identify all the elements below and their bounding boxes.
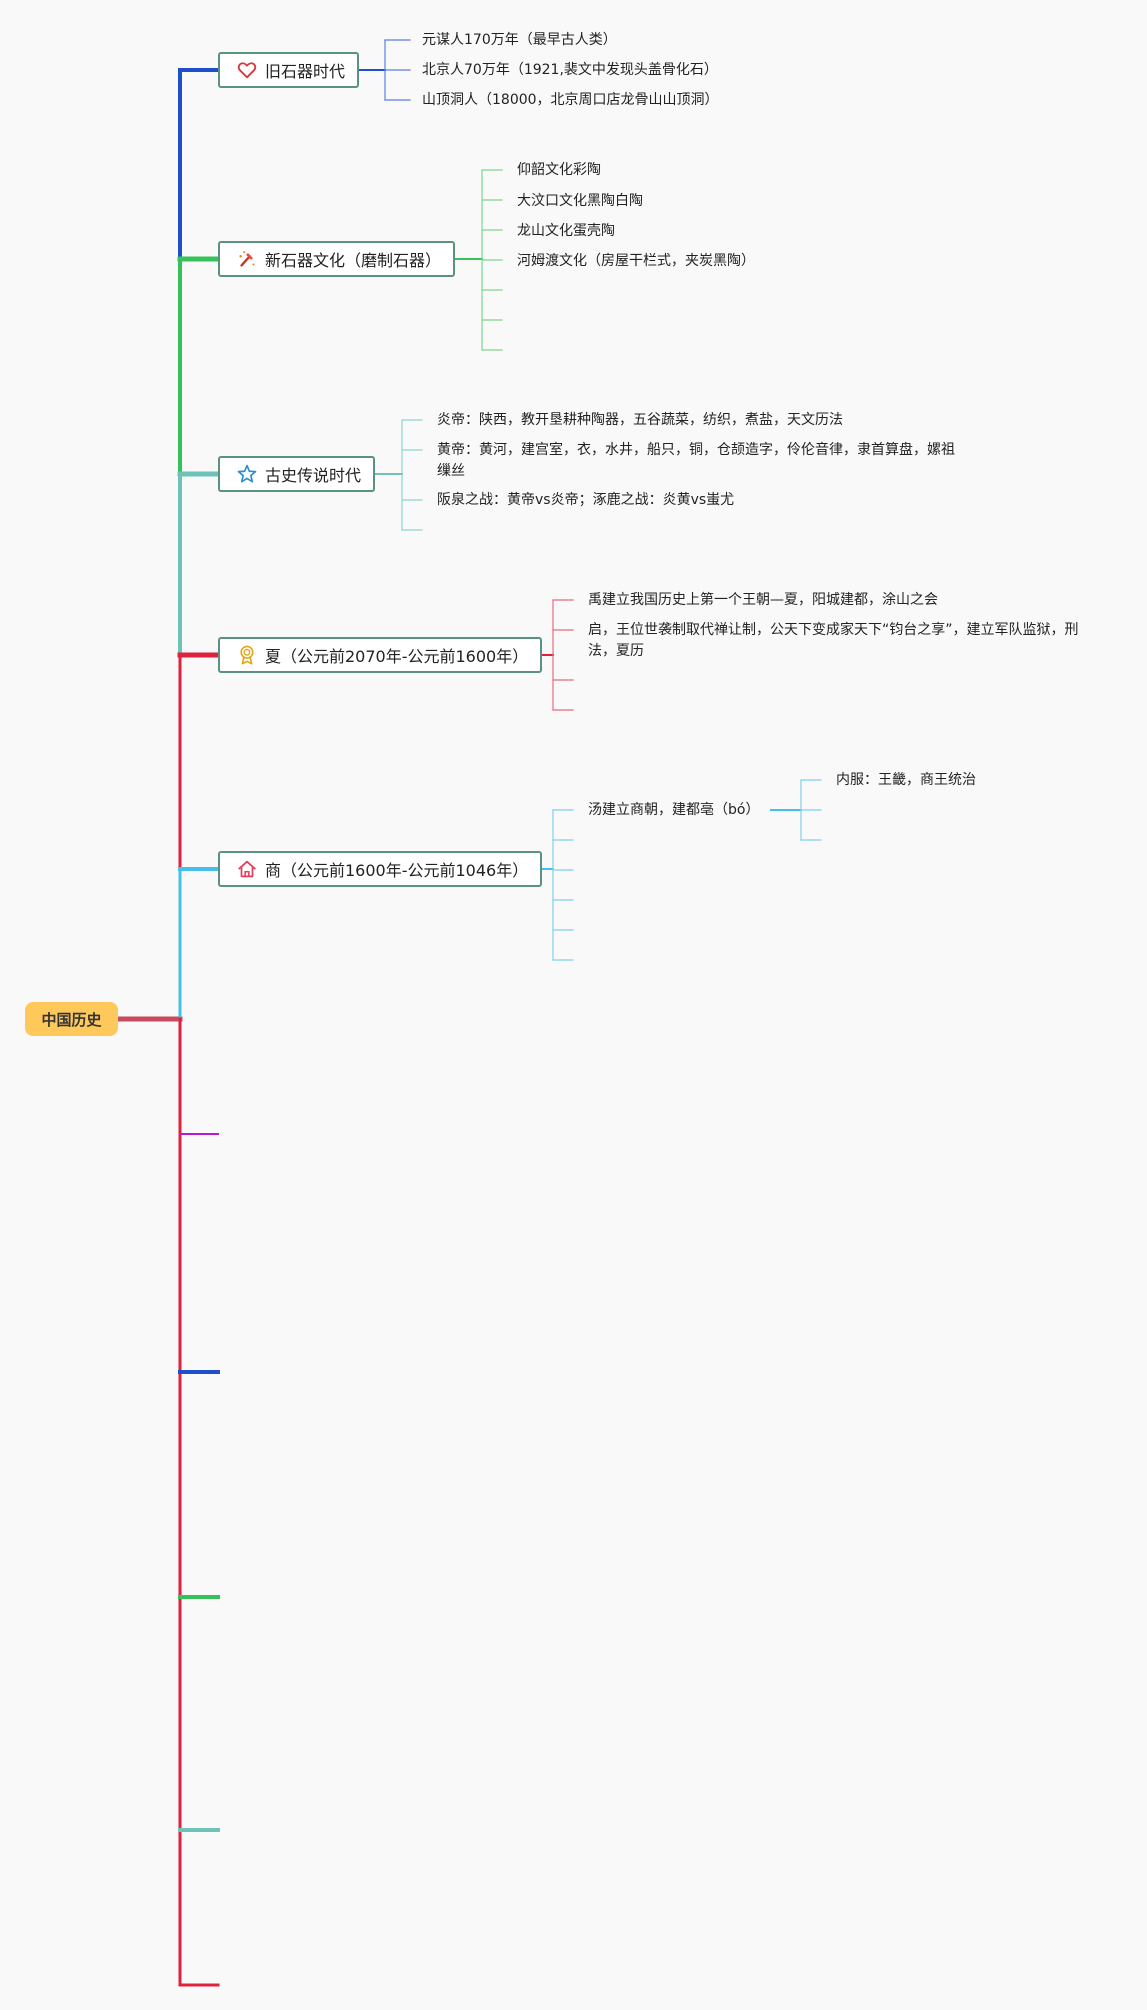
branch-xia[interactable]: 夏（公元前2070年-公元前1600年） bbox=[218, 637, 543, 673]
home-icon bbox=[236, 858, 258, 880]
branch-neolithic[interactable]: 新石器文化（磨制石器） bbox=[218, 241, 456, 277]
star-icon bbox=[236, 463, 258, 485]
leaf-yu[interactable]: 禹建立我国历史上第一个王朝—夏，阳城建都，涂山之会 bbox=[588, 592, 938, 608]
leaf-tang[interactable]: 汤建立商朝，建都亳（bó） bbox=[588, 802, 760, 818]
leaf-dawenkou[interactable]: 大汶口文化黑陶白陶 bbox=[517, 193, 643, 209]
branch-label: 新石器文化（磨制石器） bbox=[265, 251, 442, 270]
root-node[interactable]: 中国历史 bbox=[25, 1002, 118, 1036]
leaf-battles[interactable]: 阪泉之战：黄帝vs炎帝；涿鹿之战：炎黄vs蚩尤 bbox=[437, 492, 735, 508]
branch-label: 夏（公元前2070年-公元前1600年） bbox=[265, 647, 529, 666]
branch-label: 商（公元前1600年-公元前1046年） bbox=[265, 861, 529, 880]
branch-label: 古史传说时代 bbox=[265, 466, 362, 485]
leaf-peking-man[interactable]: 北京人70万年（1921,裴文中发现头盖骨化石） bbox=[422, 62, 718, 78]
leaf-yuanmou[interactable]: 元谋人170万年（最早古人类） bbox=[422, 32, 617, 48]
leaf-yandi[interactable]: 炎帝：陕西，教开垦耕种陶器，五谷蔬菜，纺织，煮盐，天文历法 bbox=[437, 412, 843, 428]
branch-legend-era[interactable]: 古史传说时代 bbox=[218, 456, 376, 492]
leaf-qi[interactable]: 启，王位世袭制取代禅让制，公天下变成家天下“钧台之享”，建立军队监狱，刑法，夏历 bbox=[588, 622, 1079, 659]
leaf-yangshao[interactable]: 仰韶文化彩陶 bbox=[517, 162, 601, 178]
branch-paleolithic[interactable]: 旧石器时代 bbox=[218, 52, 360, 88]
branch-label: 旧石器时代 bbox=[265, 62, 346, 81]
hammer-icon bbox=[236, 248, 258, 270]
heart-icon bbox=[236, 59, 258, 81]
leaf-longshan[interactable]: 龙山文化蛋壳陶 bbox=[517, 223, 615, 239]
branch-shang[interactable]: 商（公元前1600年-公元前1046年） bbox=[218, 851, 543, 887]
leaf-neifu[interactable]: 内服：王畿，商王统治 bbox=[836, 772, 976, 788]
award-icon bbox=[236, 644, 258, 666]
leaf-upper-cave[interactable]: 山顶洞人（18000，北京周口店龙骨山山顶洞） bbox=[422, 92, 719, 108]
leaf-huangdi[interactable]: 黄帝：黄河，建宫室，衣，水井，船只，铜，仓颉造字，伶伦音律，隶首算盘，嫘祖缫丝 bbox=[437, 442, 955, 479]
leaf-hemudu[interactable]: 河姆渡文化（房屋干栏式，夹炭黑陶） bbox=[517, 253, 755, 269]
